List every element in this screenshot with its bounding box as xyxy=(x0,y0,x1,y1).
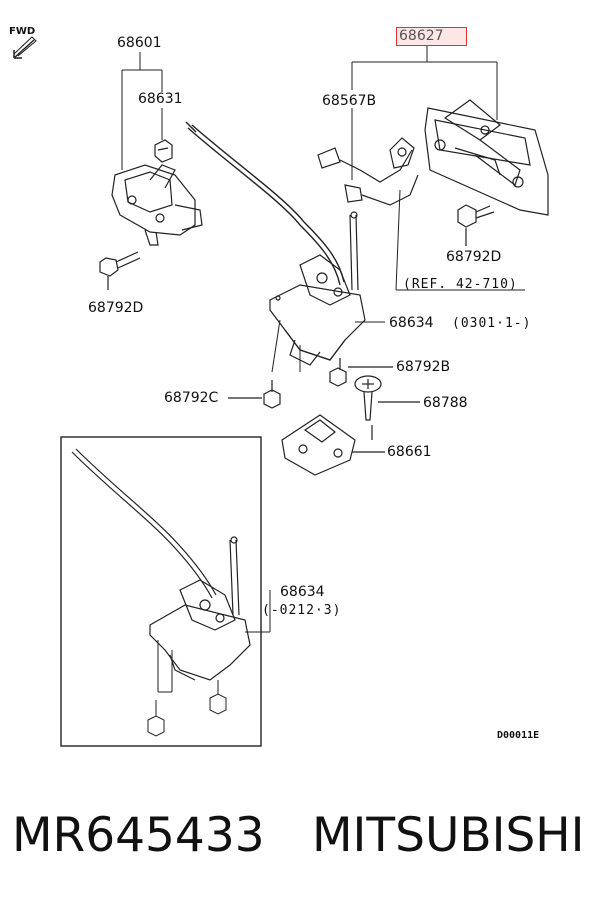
leader-68627 xyxy=(351,45,498,180)
bolt-68792b xyxy=(329,358,393,387)
inset-box xyxy=(60,436,262,747)
part-68631-label[interactable]: 68631 xyxy=(138,91,183,107)
part-68627-label: 68627 xyxy=(399,28,444,44)
part-68634-lower-code: (-0212·3) xyxy=(262,603,342,618)
leader-ref xyxy=(395,189,525,291)
screw-68788 xyxy=(354,375,420,440)
part-68792b-label[interactable]: 68792B xyxy=(396,359,451,375)
part-68661-label[interactable]: 68661 xyxy=(387,444,432,460)
part-68634-upper-code: (0301·1-) xyxy=(452,316,532,331)
part-68792c-label[interactable]: 68792C xyxy=(164,390,219,406)
reference-label[interactable]: (REF. 42-710) xyxy=(403,277,518,292)
striker-68661 xyxy=(281,414,385,476)
fwd-label: FWD xyxy=(9,26,36,37)
leader-68634-upper xyxy=(271,319,385,373)
trunk-latch-upper xyxy=(269,211,366,366)
part-68627-highlight[interactable]: 68627 xyxy=(396,27,467,46)
part-68792d-left-label[interactable]: 68792D xyxy=(88,300,144,316)
clip-68631 xyxy=(154,139,173,163)
bolt-68792c xyxy=(228,380,281,409)
leader-68634-lower xyxy=(245,590,271,633)
bolts-lower xyxy=(147,640,227,737)
part-68792d-right-label[interactable]: 68792D xyxy=(446,249,502,265)
brand-name: MITSUBISHI xyxy=(312,808,585,863)
bolt-68792d-right xyxy=(457,204,495,246)
door-lock-actuator xyxy=(111,164,203,246)
bolt-68792d-left xyxy=(99,251,141,290)
part-68634-upper-label[interactable]: 68634 xyxy=(389,315,434,331)
part-68634-lower-label[interactable]: 68634 xyxy=(280,584,325,600)
part-68567b-label[interactable]: 68567B xyxy=(322,93,377,109)
fwd-arrow-icon xyxy=(13,36,37,59)
diagram-code: D00011E xyxy=(497,730,540,741)
trunk-latch-lower xyxy=(71,448,251,681)
part-68601-label[interactable]: 68601 xyxy=(117,35,162,51)
part-68788-label[interactable]: 68788 xyxy=(423,395,468,411)
part-number: MR645433 xyxy=(12,808,265,863)
leader-68601 xyxy=(121,52,163,170)
trunk-handle-assembly xyxy=(424,99,549,216)
footer: MR645433 MITSUBISHI xyxy=(12,808,585,863)
rod-68567b xyxy=(317,137,419,206)
release-cable xyxy=(185,121,345,286)
